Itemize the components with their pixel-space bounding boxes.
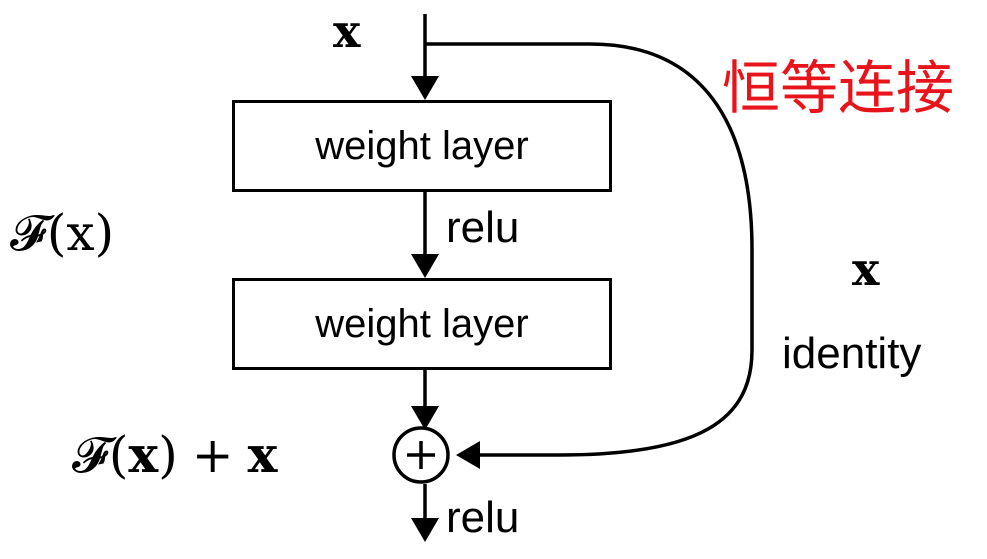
residual-function-label: 𝓕(x) <box>10 204 115 262</box>
output-arrow <box>411 484 439 542</box>
weight-layer-1-label: weight layer <box>315 123 529 168</box>
relu-label-1: relu <box>446 203 520 252</box>
sum-output-label: 𝓕(x)+x <box>72 425 278 484</box>
sum-output-x1: x <box>128 425 159 484</box>
sum-output-plus: + <box>191 426 234 484</box>
weight-layer-1: weight layer <box>232 100 612 192</box>
identity-label: identity <box>782 329 922 378</box>
identity-skip-connection <box>425 42 754 469</box>
sum-arrow <box>411 370 439 430</box>
sum-output-F: 𝓕 <box>72 426 109 484</box>
chinese-title: 恒等连接 <box>722 56 955 121</box>
input-x-label: x <box>333 4 361 58</box>
circled-plus-icon <box>392 426 450 484</box>
sum-output-x2: x <box>247 425 278 484</box>
relu-arrow <box>411 192 439 278</box>
input-arrow <box>411 14 439 100</box>
skip-x-label: x <box>852 242 880 296</box>
weight-layer-2-label: weight layer <box>315 301 529 346</box>
weight-layer-2: weight layer <box>232 278 612 370</box>
relu-label-2: relu <box>446 493 520 542</box>
